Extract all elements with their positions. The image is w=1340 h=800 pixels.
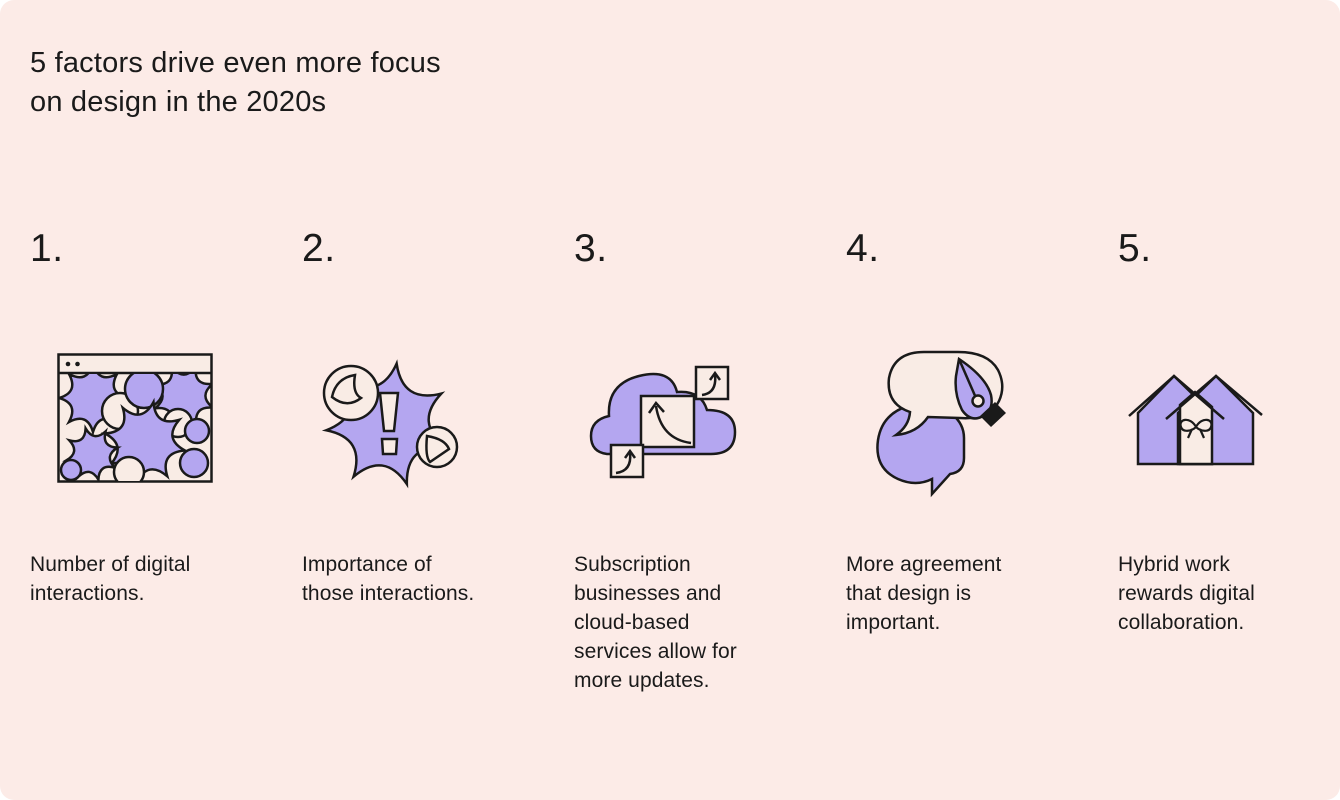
factor-3-number: 3. [574, 227, 608, 270]
factor-4-number: 4. [846, 227, 880, 270]
page-title: 5 factors drive even more focus on desig… [30, 47, 441, 118]
factor-3-caption: Subscription businesses and cloud-based … [574, 553, 737, 692]
factor-5: 5. Hybrid work rewards digital collabora… [1118, 228, 1340, 695]
factor-1-number: 1. [30, 227, 64, 270]
bow-icon [1179, 418, 1213, 439]
factor-5-caption: Hybrid work rewards digital collaboratio… [1118, 553, 1255, 634]
factor-4: 4. More agreement that design is importa… [846, 228, 1089, 695]
browser-window-shapes-icon [57, 353, 213, 483]
speech-bubbles-pen-icon [876, 350, 1006, 498]
factor-2: 2. Importance of those interactions. [302, 228, 545, 695]
factor-2-caption: Importance of those interactions. [302, 553, 475, 605]
cloud-updates-icon [589, 365, 737, 479]
factor-4-caption: More agreement that design is important. [846, 553, 1002, 634]
factor-2-number: 2. [302, 227, 336, 270]
factor-5-number: 5. [1118, 227, 1152, 270]
factor-1: 1. [30, 228, 273, 695]
factors-row: 1. [30, 228, 1340, 695]
exclamation-burst-icon [321, 359, 459, 489]
two-houses-bow-icon [1128, 374, 1263, 466]
factor-3: 3. [574, 228, 817, 695]
factor-1-caption: Number of digital interactions. [30, 553, 191, 605]
